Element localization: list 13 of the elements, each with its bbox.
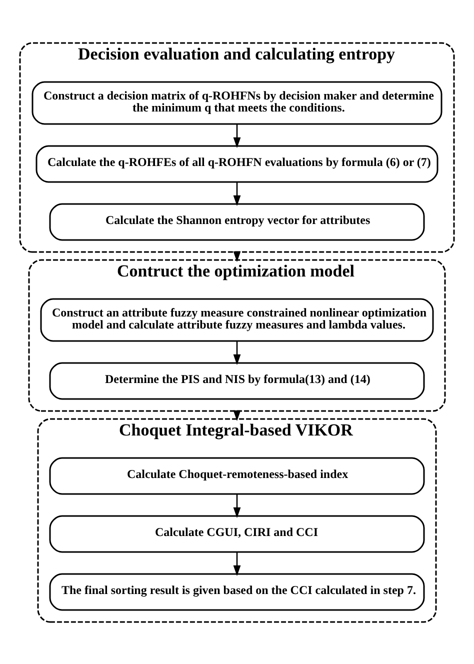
arrow bbox=[233, 124, 241, 148]
arrow bbox=[233, 182, 241, 206]
node-box: Construct a decision matrix of q-ROHFNs by decision maker and determine the minimum q that meets the conditions. bbox=[32, 80, 442, 124]
node-box: Construct an attribute fuzzy measure constrained nonlinear optimization model and calculate attribute fuzzy measures and lambda values. bbox=[40, 298, 434, 342]
arrow bbox=[233, 552, 241, 576]
node-box: Calculate CGUI, CIRI and CCI bbox=[49, 514, 425, 552]
node-box: Calculate the q-ROHFEs of all q-ROHFN evaluations by formula (6) or (7) bbox=[36, 144, 438, 182]
node-box: The final sorting result is given based on the CCI calculated in step 7. bbox=[49, 572, 425, 610]
arrow bbox=[233, 494, 241, 518]
node-box: Determine the PIS and NIS by formula(13) and (14) bbox=[49, 362, 425, 400]
node-box: Calculate Choquet-remoteness-based index bbox=[49, 456, 425, 494]
node-box: Calculate the Shannon entropy vector for attributes bbox=[49, 202, 425, 240]
arrow bbox=[233, 340, 241, 364]
